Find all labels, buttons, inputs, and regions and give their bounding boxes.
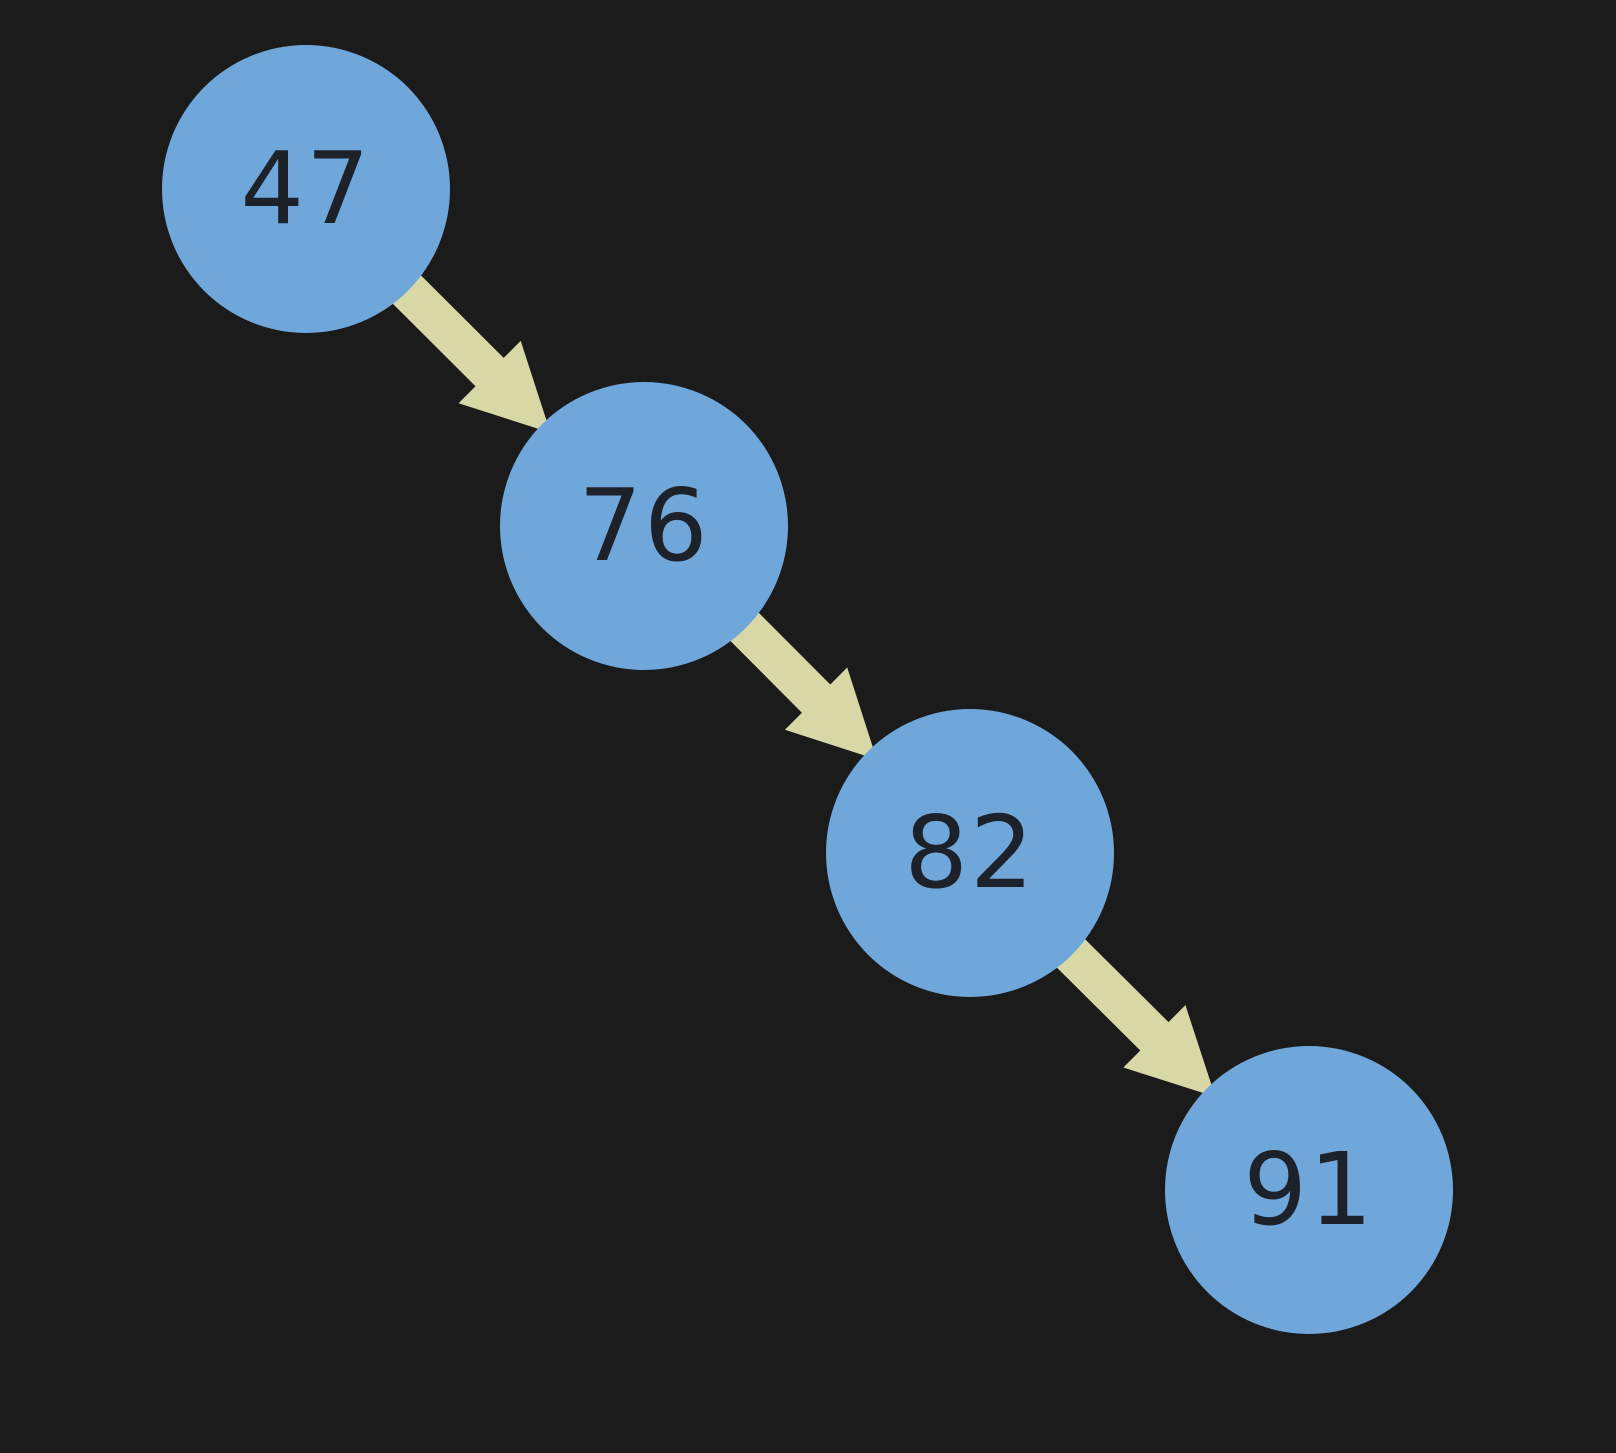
edge-arrow-47-76 — [379, 262, 551, 433]
node-label: 76 — [578, 467, 710, 584]
tree-node-47: 47 — [162, 45, 450, 333]
edge-arrow-82-91 — [1043, 926, 1216, 1097]
tree-node-76: 76 — [500, 382, 788, 670]
tree-node-91: 91 — [1165, 1046, 1453, 1334]
edge-arrow-76-82 — [717, 599, 877, 760]
tree-node-82: 82 — [826, 709, 1114, 997]
node-label: 47 — [240, 130, 372, 247]
node-label: 91 — [1243, 1131, 1375, 1248]
node-label: 82 — [904, 794, 1036, 911]
